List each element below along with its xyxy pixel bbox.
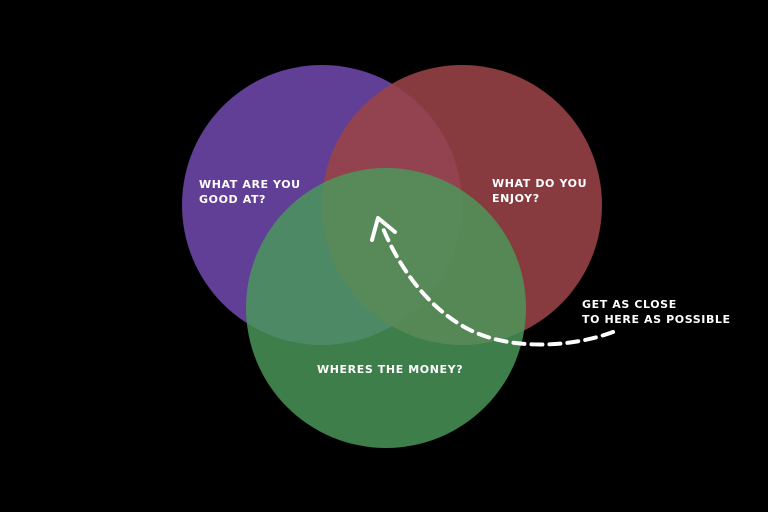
circle-money (246, 168, 526, 448)
label-enjoy-line-2: ENJOY? (492, 192, 540, 205)
label-good-at-line-2: GOOD AT? (199, 193, 267, 206)
callout-text-line-2: TO HERE AS POSSIBLE (582, 313, 731, 326)
label-enjoy: WHAT DO YOU ENJOY? (492, 176, 587, 206)
label-money-line-1: WHERES THE MONEY? (317, 363, 464, 376)
arrow-dashed-curve (380, 224, 615, 347)
callout-text: GET AS CLOSE TO HERE AS POSSIBLE (582, 297, 731, 327)
arrow-head-icon (370, 216, 397, 242)
label-enjoy-line-1: WHAT DO YOU (492, 177, 588, 190)
callout-text-line-1: GET AS CLOSE (582, 298, 677, 311)
label-good-at: WHAT ARE YOU GOOD AT? (199, 177, 301, 207)
label-good-at-line-1: WHAT ARE YOU (199, 178, 301, 191)
callout-arrow (370, 216, 615, 347)
venn-circles (182, 65, 602, 448)
label-money: WHERES THE MONEY? (317, 362, 463, 377)
